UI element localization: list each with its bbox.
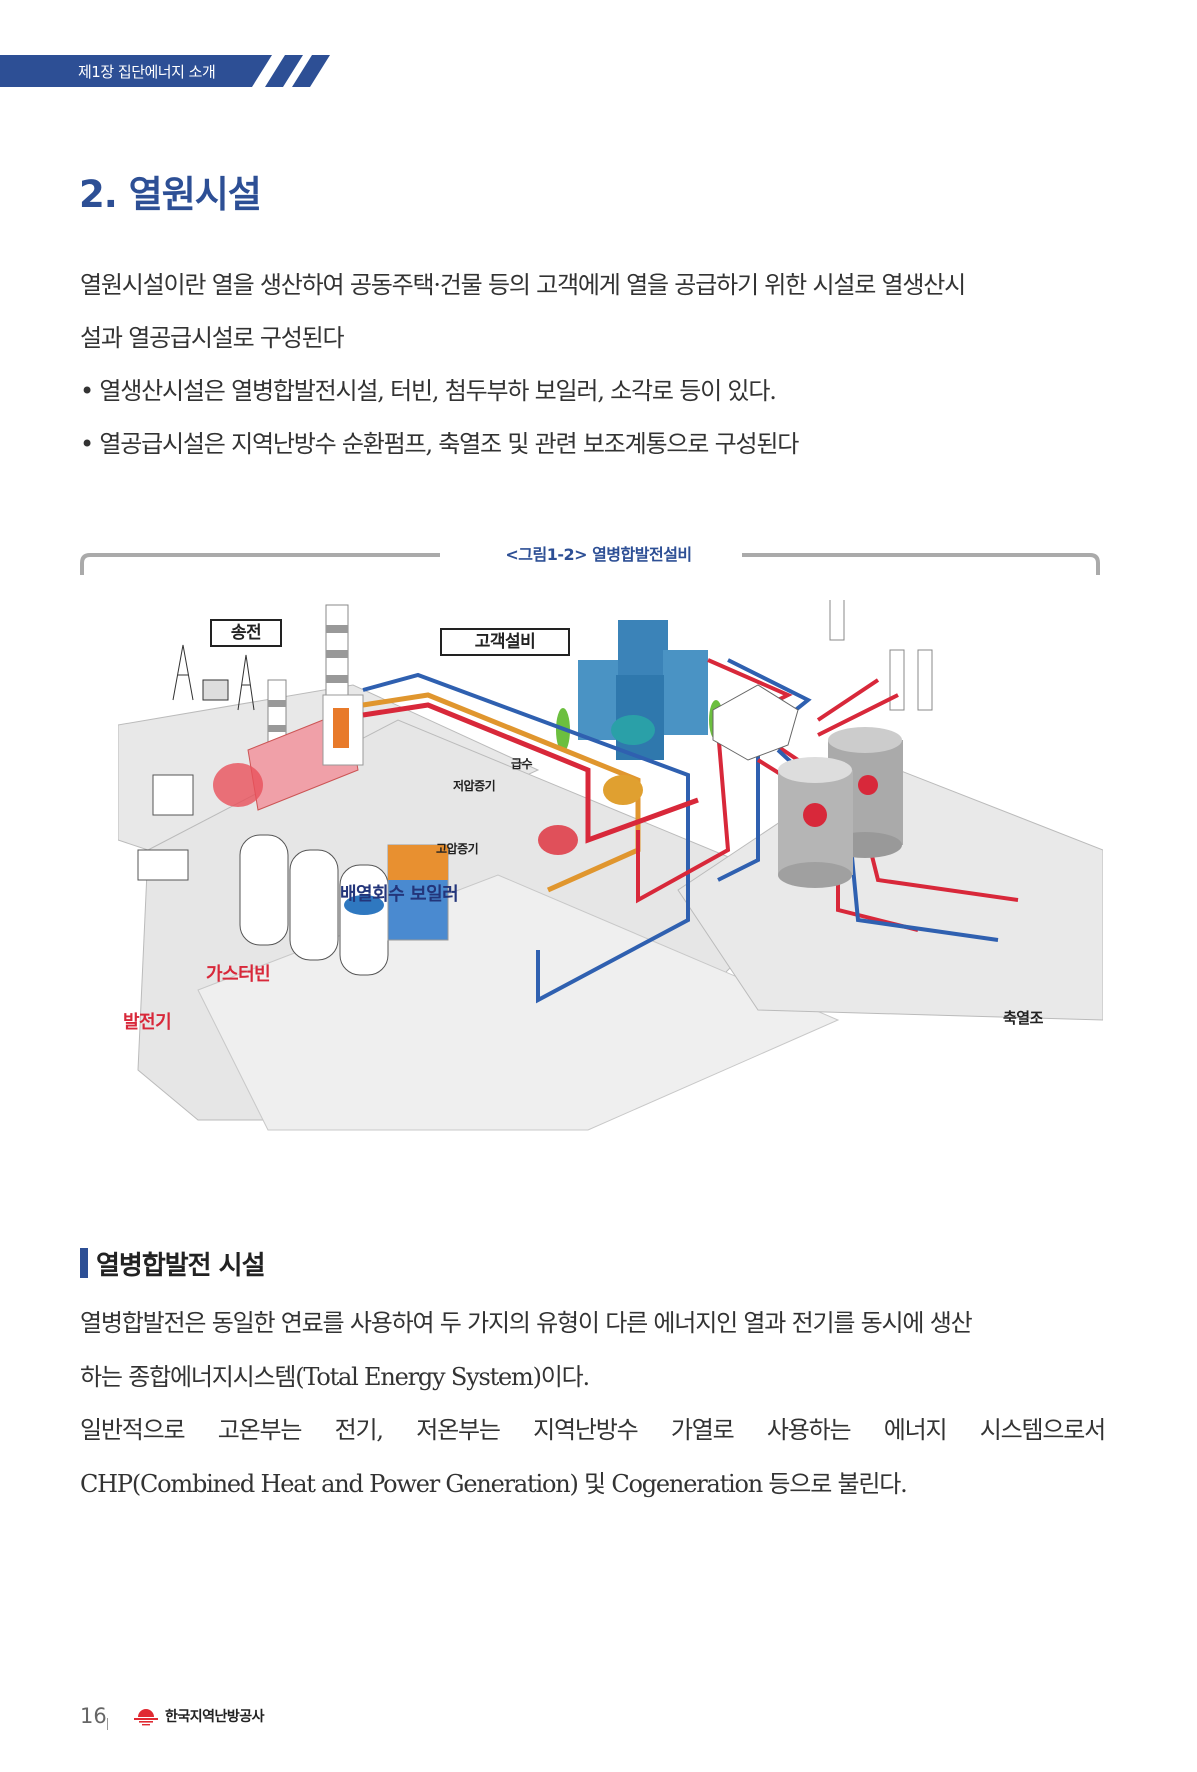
label-generator: 발전기: [123, 1012, 172, 1033]
cooling-tower-icon: [239, 834, 389, 976]
page-title: 2. 열원시설: [79, 173, 262, 216]
section-line-3: 일반적으로 고온부는 전기, 저온부는 지역난방수 가열로 사용하는 에너지 시…: [80, 1416, 1106, 1444]
label-low-pressure-steam: 저압증기: [453, 779, 496, 793]
org-name: 한국지역난방공사: [165, 1709, 265, 1725]
chapter-banner: [0, 55, 330, 87]
bullet-item: • 열공급시설은 지역난방수 순환펌프, 축열조 및 관련 보조계통으로 구성된…: [80, 430, 799, 458]
section-line-4: CHP(Combined Heat and Power Generation) …: [80, 1470, 908, 1498]
transmission-tower-icon: [172, 644, 255, 711]
section-marker: [80, 1248, 88, 1278]
intro-line-2: 설과 열공급시설로 구성된다: [80, 324, 345, 352]
label-transmission: 송전: [210, 619, 282, 647]
label-hrsg: 배열회수 보일러: [340, 884, 459, 905]
label-high-pressure-steam: 고압증기: [436, 842, 479, 856]
section-heading: 열병합발전 시설: [80, 1247, 265, 1281]
figure-frame: [80, 553, 1100, 575]
footer-divider: [107, 1718, 108, 1730]
org-logo: 한국지역난방공사: [133, 1706, 265, 1726]
label-customer-equipment: 고객설비: [440, 628, 570, 656]
chp-illustration: [117, 579, 1104, 1131]
sun-logo-icon: [134, 1709, 158, 1726]
label-feedwater: 급수: [511, 757, 533, 771]
section-line-1: 열병합발전은 동일한 연료를 사용하여 두 가지의 유형이 다른 에너지인 열과…: [80, 1309, 973, 1337]
page-number: 16: [80, 1704, 107, 1728]
figure-caption: <그림1-2> 열병합발전설비: [505, 545, 692, 564]
label-gas-turbine: 가스터빈: [206, 964, 271, 985]
intro-line-1: 열원시설이란 열을 생산하여 공동주택·건물 등의 고객에게 열을 공급하기 위…: [80, 271, 966, 299]
label-heat-storage: 축열조: [1003, 1009, 1043, 1027]
heat-storage-tank-icon: [778, 727, 903, 888]
chp-diagram: 고객설비 송전 급수 저압증기 고압증기 배열회수 보일러 가스터빈 발전기 축…: [117, 579, 1104, 1135]
section-title: 열병합발전 시설: [96, 1250, 265, 1281]
section-line-2: 하는 종합에너지시스템(Total Energy System)이다.: [80, 1363, 590, 1391]
bullet-item: • 열생산시설은 열병합발전시설, 터빈, 첨두부하 보일러, 소각로 등이 있…: [80, 377, 777, 405]
chapter-label: 제1장 집단에너지 소개: [78, 63, 216, 81]
